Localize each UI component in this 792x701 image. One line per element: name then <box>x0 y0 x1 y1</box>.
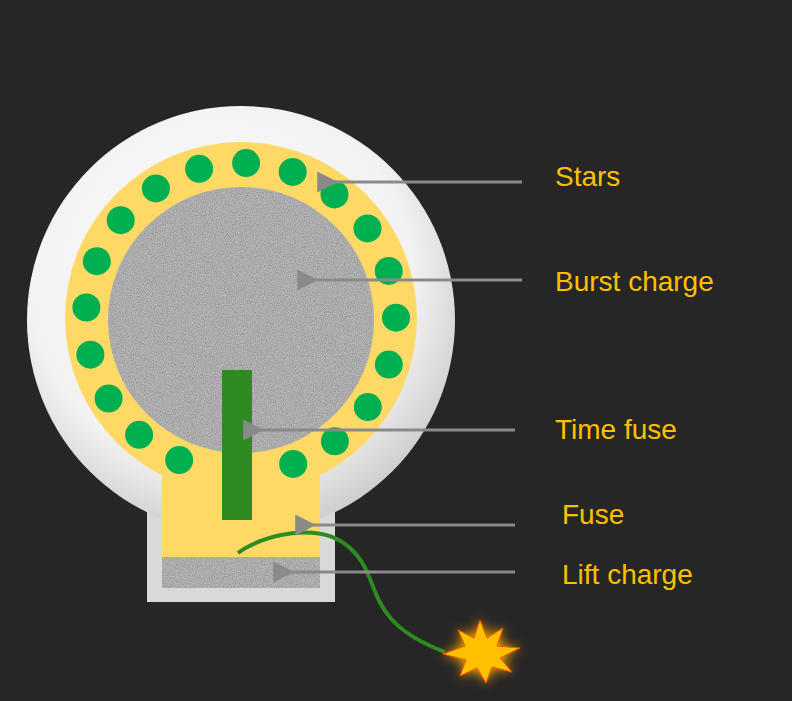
part-label: Lift charge <box>562 558 693 592</box>
shell-casing <box>27 106 455 534</box>
part-label: Time fuse <box>555 413 677 447</box>
star-pellet <box>83 247 111 275</box>
star-pellet <box>279 450 307 478</box>
star-pellet <box>107 206 135 234</box>
star-pellet <box>321 180 349 208</box>
star-pellet <box>95 385 123 413</box>
star-pellet <box>165 446 193 474</box>
star-pellet <box>125 421 153 449</box>
star-pellet <box>375 351 403 379</box>
star-pellet <box>354 214 382 242</box>
spark <box>443 620 520 683</box>
part-label: Fuse <box>562 498 624 532</box>
star-pellet <box>279 158 307 186</box>
star-pellet <box>142 174 170 202</box>
star-pellet <box>382 304 410 332</box>
part-label: Stars <box>555 160 620 194</box>
star-pellet <box>76 341 104 369</box>
star-pellet <box>354 393 382 421</box>
star-pellet <box>185 155 213 183</box>
leader-lines <box>260 182 522 572</box>
fuse-cord <box>238 532 445 652</box>
star-pellet <box>232 149 260 177</box>
star-pellet <box>72 294 100 322</box>
time-fuse <box>222 370 252 520</box>
part-label: Burst charge <box>555 265 714 299</box>
